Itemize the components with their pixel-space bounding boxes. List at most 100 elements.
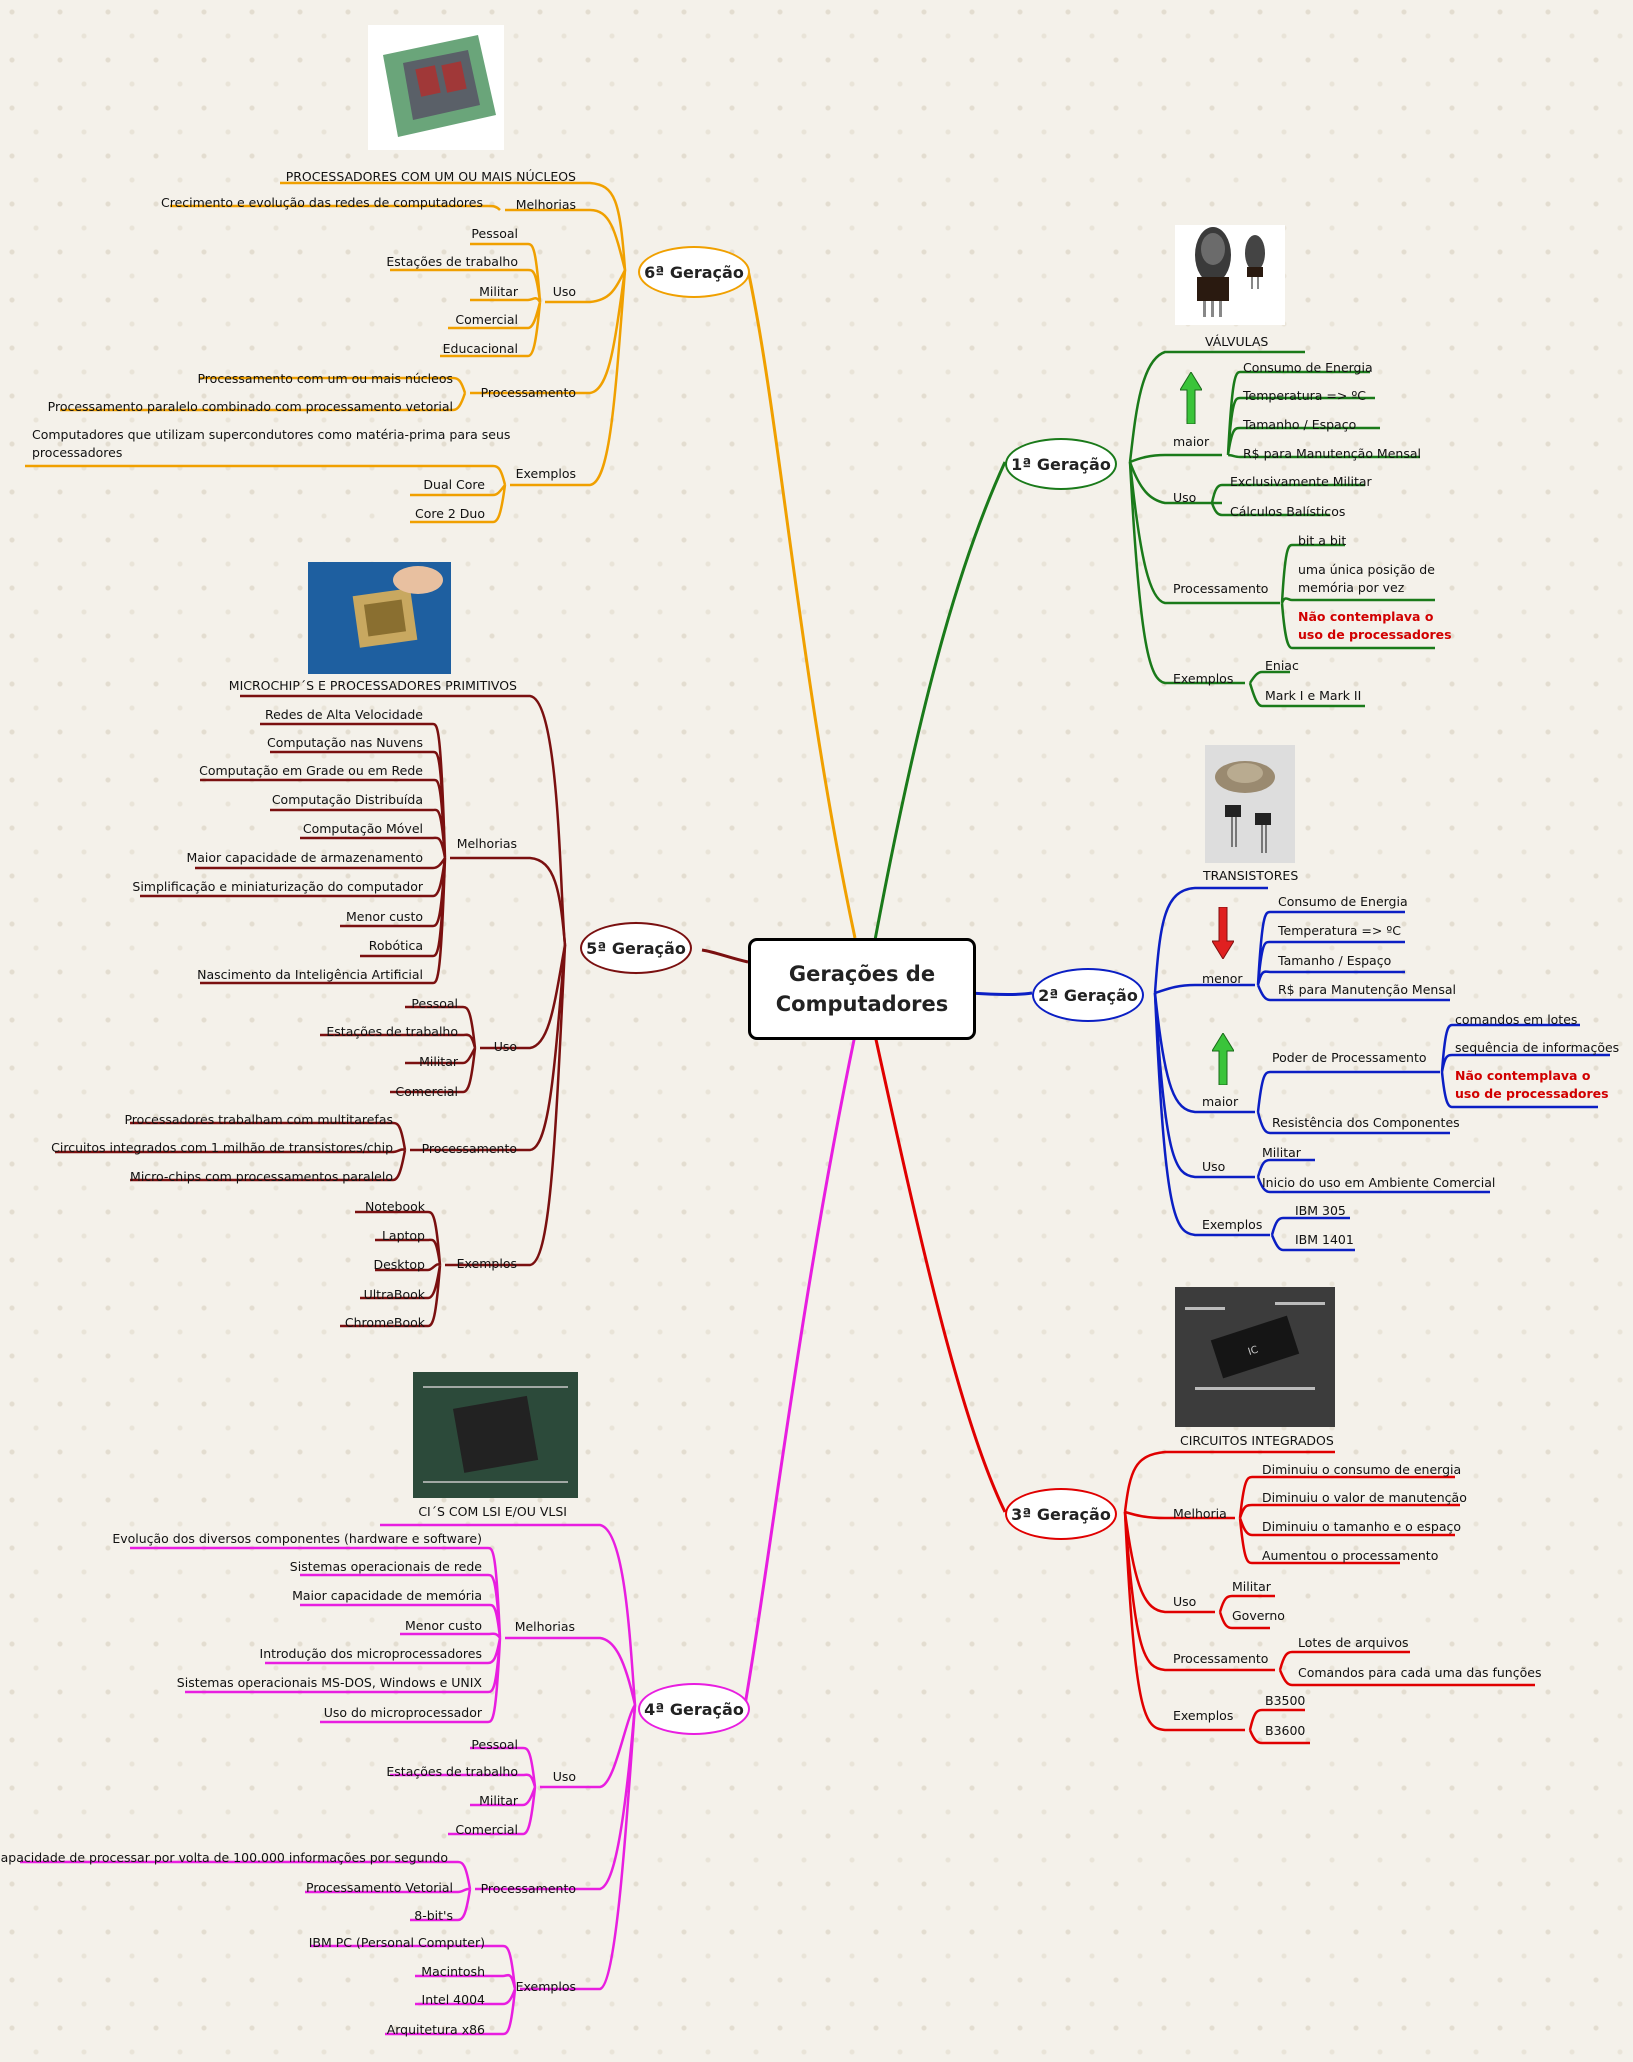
g2-menor-item: Consumo de Energia xyxy=(1278,894,1408,909)
g3-proc-item: Comandos para cada uma das funções xyxy=(1298,1665,1542,1680)
g5-ex-item: Notebook xyxy=(364,1199,425,1214)
g2-poder-warning: uso de processadores xyxy=(1455,1086,1609,1101)
g1-proc-item: memória por vez xyxy=(1298,580,1405,595)
g2-uso-label[interactable]: Uso xyxy=(1202,1159,1226,1174)
g5-uso-label[interactable]: Uso xyxy=(493,1039,517,1054)
g5-ex-item: Desktop xyxy=(373,1257,425,1272)
g5-melhorias-label[interactable]: Melhorias xyxy=(456,836,517,851)
g4-proc-item: Capacidade de processar por volta de 100… xyxy=(0,1850,448,1865)
g6-proc-item: Processamento com um ou mais núcleos xyxy=(197,371,453,386)
central-topic-line1: Gerações de xyxy=(788,962,936,986)
g4-ex-item: Intel 4004 xyxy=(421,1992,485,2007)
g3-melhoria-label[interactable]: Melhoria xyxy=(1173,1506,1227,1521)
g3-ex-label[interactable]: Exemplos xyxy=(1173,1708,1234,1723)
generation-6-node[interactable]: 6ª Geração xyxy=(638,246,750,298)
g5-ex-item: Laptop xyxy=(381,1228,425,1243)
g2-menor-item: Temperatura => ºC xyxy=(1278,923,1401,938)
g4-melhorias-item: Maior capacidade de memória xyxy=(292,1588,482,1603)
g6-melhorias-label[interactable]: Melhorias xyxy=(515,197,576,212)
g3-uso-item: Militar xyxy=(1232,1579,1271,1594)
g4-melhorias-item: Introdução dos microprocessadores xyxy=(259,1646,482,1661)
generation-2-node[interactable]: 2ª Geração xyxy=(1032,968,1144,1022)
g3-ex-item: B3500 xyxy=(1265,1693,1306,1708)
g2-menor-label[interactable]: menor xyxy=(1202,971,1243,986)
vacuum-tube-image xyxy=(1175,225,1285,325)
g5-uso-item: Estações de trabalho xyxy=(326,1024,458,1039)
generation-3-node[interactable]: 3ª Geração xyxy=(1005,1488,1117,1540)
g4-ex-item: Macintosh xyxy=(421,1964,485,1979)
g6-proc-item: Processamento paralelo combinado com pro… xyxy=(47,399,453,414)
g1-proc-warning: uso de processadores xyxy=(1298,627,1452,642)
down-arrow-icon xyxy=(1212,907,1234,959)
integrated-circuit-image: IC xyxy=(1175,1287,1335,1427)
g1-uso-item: Cálculos Balísticos xyxy=(1230,504,1346,519)
g5-melhorias-item: Maior capacidade de armazenamento xyxy=(186,850,423,865)
g5-ex-item: ChromeBook xyxy=(344,1315,425,1330)
g4-melhorias-item: Menor custo xyxy=(404,1618,482,1633)
up-arrow-icon xyxy=(1180,372,1202,424)
g6-ex-item: Dual Core xyxy=(423,477,485,492)
g1-maior-item: Consumo de Energia xyxy=(1243,360,1373,375)
g5-melhorias-item: Computação nas Nuvens xyxy=(267,735,423,750)
g5-melhorias-item: Computação Móvel xyxy=(302,821,423,836)
g5-uso-item: Pessoal xyxy=(411,996,458,1011)
g5-proc-item: Processadores trabalham com multitarefas xyxy=(124,1112,393,1127)
g1-uso-label[interactable]: Uso xyxy=(1173,490,1197,505)
g3-uso-item: Governo xyxy=(1232,1608,1285,1623)
g5-melhorias-item: Menor custo xyxy=(345,909,423,924)
g4-melhorias-item: Sistemas operacionais MS-DOS, Windows e … xyxy=(176,1675,482,1690)
g5-melhorias-item: Simplificação e miniaturização do comput… xyxy=(132,879,423,894)
generation-5-title: 5ª Geração xyxy=(586,938,686,958)
g6-ex-label[interactable]: Exemplos xyxy=(515,466,576,481)
g1-ex-label[interactable]: Exemplos xyxy=(1173,671,1234,686)
g1-proc-label[interactable]: Processamento xyxy=(1173,581,1269,596)
generation-4-node[interactable]: 4ª Geração xyxy=(638,1683,750,1735)
g1-proc-item: bit a bit xyxy=(1298,533,1347,548)
g4-melhorias-label[interactable]: Melhorias xyxy=(514,1619,575,1634)
g5-proc-item: Circuitos integrados com 1 milhão de tra… xyxy=(51,1140,393,1155)
g3-proc-label[interactable]: Processamento xyxy=(1173,1651,1269,1666)
g5-proc-label[interactable]: Processamento xyxy=(421,1141,517,1156)
g1-ex-item: Eniac xyxy=(1265,658,1299,673)
g6-proc-label[interactable]: Processamento xyxy=(480,385,576,400)
up-arrow-icon xyxy=(1212,1033,1234,1085)
generation-4-title: 4ª Geração xyxy=(644,1699,744,1719)
g6-image-label: PROCESSADORES COM UM OU MAIS NÚCLEOS xyxy=(285,169,576,184)
generation-1-node[interactable]: 1ª Geração xyxy=(1005,438,1117,490)
g1-image-label: VÁLVULAS xyxy=(1205,334,1269,349)
g2-poder-label[interactable]: Poder de Processamento xyxy=(1272,1050,1427,1065)
g2-maior-label[interactable]: maior xyxy=(1202,1094,1239,1109)
g4-melhorias-item: Evolução dos diversos componentes (hardw… xyxy=(112,1531,482,1546)
g3-ex-item: B3600 xyxy=(1265,1723,1306,1738)
g6-uso-label[interactable]: Uso xyxy=(552,284,576,299)
g4-uso-item: Militar xyxy=(479,1793,518,1808)
g6-melhorias-item: Crecimento e evolução das redes de compu… xyxy=(161,195,483,210)
g5-ex-label[interactable]: Exemplos xyxy=(456,1256,517,1271)
g4-ex-label[interactable]: Exemplos xyxy=(515,1979,576,1994)
g2-poder-item: comandos em lotes xyxy=(1455,1012,1578,1027)
svg-text:IC: IC xyxy=(1247,1344,1260,1358)
g3-proc-item: Lotes de arquivos xyxy=(1298,1635,1409,1650)
g4-proc-label[interactable]: Processamento xyxy=(480,1881,576,1896)
g5-image-label: MICROCHIP´S E PROCESSADORES PRIMITIVOS xyxy=(228,678,517,693)
generation-1-title: 1ª Geração xyxy=(1011,454,1111,474)
g6-ex-item: Core 2 Duo xyxy=(414,506,485,521)
g1-maior-label[interactable]: maior xyxy=(1173,434,1210,449)
g4-ex-item: IBM PC (Personal Computer) xyxy=(308,1935,485,1950)
g2-menor-item: Tamanho / Espaço xyxy=(1278,953,1392,968)
g3-uso-label[interactable]: Uso xyxy=(1173,1594,1197,1609)
g2-ex-label[interactable]: Exemplos xyxy=(1202,1217,1263,1232)
g1-proc-warning: Não contemplava o xyxy=(1298,609,1434,624)
g5-uso-item: Comercial xyxy=(395,1084,458,1099)
generation-5-node[interactable]: 5ª Geração xyxy=(580,922,692,974)
g4-uso-label[interactable]: Uso xyxy=(552,1769,576,1784)
g5-melhorias-item: Robótica xyxy=(368,938,423,953)
generation-6-title: 6ª Geração xyxy=(644,262,744,282)
g5-ex-item: UltraBook xyxy=(363,1287,425,1302)
g5-melhorias-item: Computação em Grade ou em Rede xyxy=(199,763,423,778)
g1-maior-item: Temperatura => ºC xyxy=(1243,388,1366,403)
g6-uso-item: Comercial xyxy=(455,312,518,327)
